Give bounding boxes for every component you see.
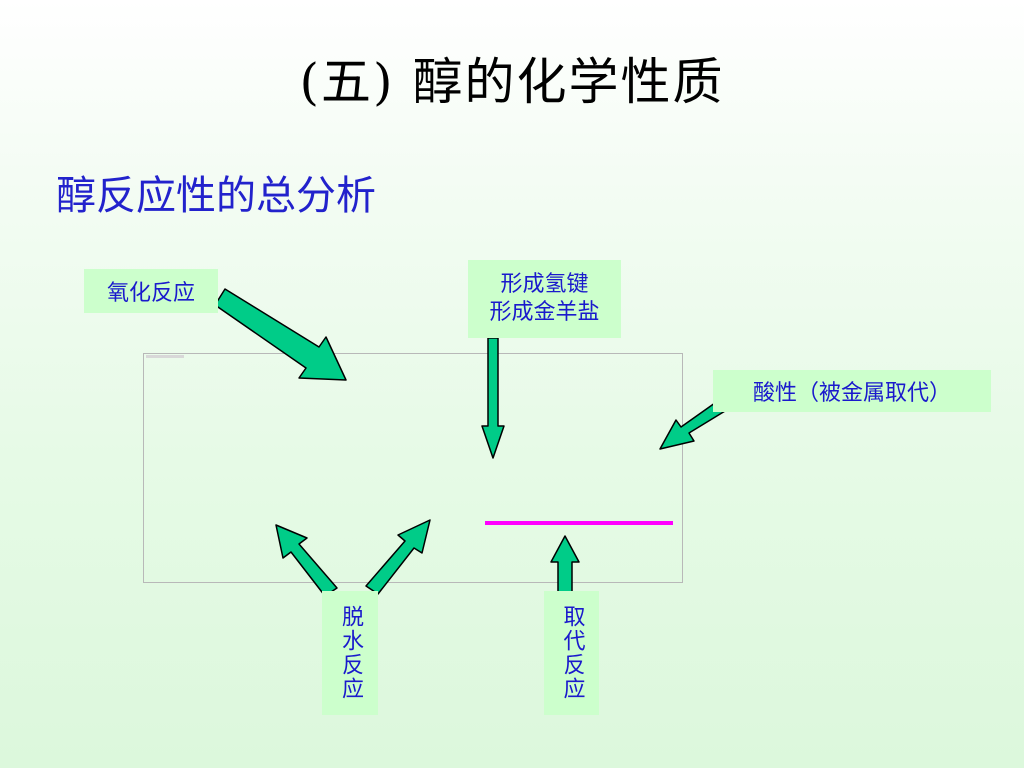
dehydration-arrow-left [275,524,338,597]
substitution-label-text: 取代反应 [559,605,585,701]
acidity-label: 酸性（被金属取代） [713,370,991,412]
acidity-arrow [659,397,731,450]
slide-title: (五) 醇的化学性质 [299,53,725,111]
dehydration-label-text: 脱水反应 [338,605,363,701]
hbond-arrow [481,337,505,459]
dehydration-label: 脱水反应 [322,591,378,715]
oxidation-label: 氧化反应 [84,269,218,313]
oxidation-label-text: 氧化反应 [106,281,195,306]
hbond-label-line1: 形成氢键 [500,272,589,297]
substitution-label: 取代反应 [544,591,599,715]
slide-subtitle: 醇反应性的总分析 [56,173,376,219]
structure-image-stub [146,355,184,358]
alcohol-structure-placeholder [143,353,683,583]
dehydration-arrow-right [365,519,431,595]
substitution-arrow [550,535,580,596]
hbond-label: 形成氢键 形成金羊盐 [468,260,621,338]
oxidation-arrow [214,288,347,381]
acidity-label-text: 酸性（被金属取代） [752,381,951,406]
hbond-label-line2: 形成金羊盐 [489,300,600,325]
